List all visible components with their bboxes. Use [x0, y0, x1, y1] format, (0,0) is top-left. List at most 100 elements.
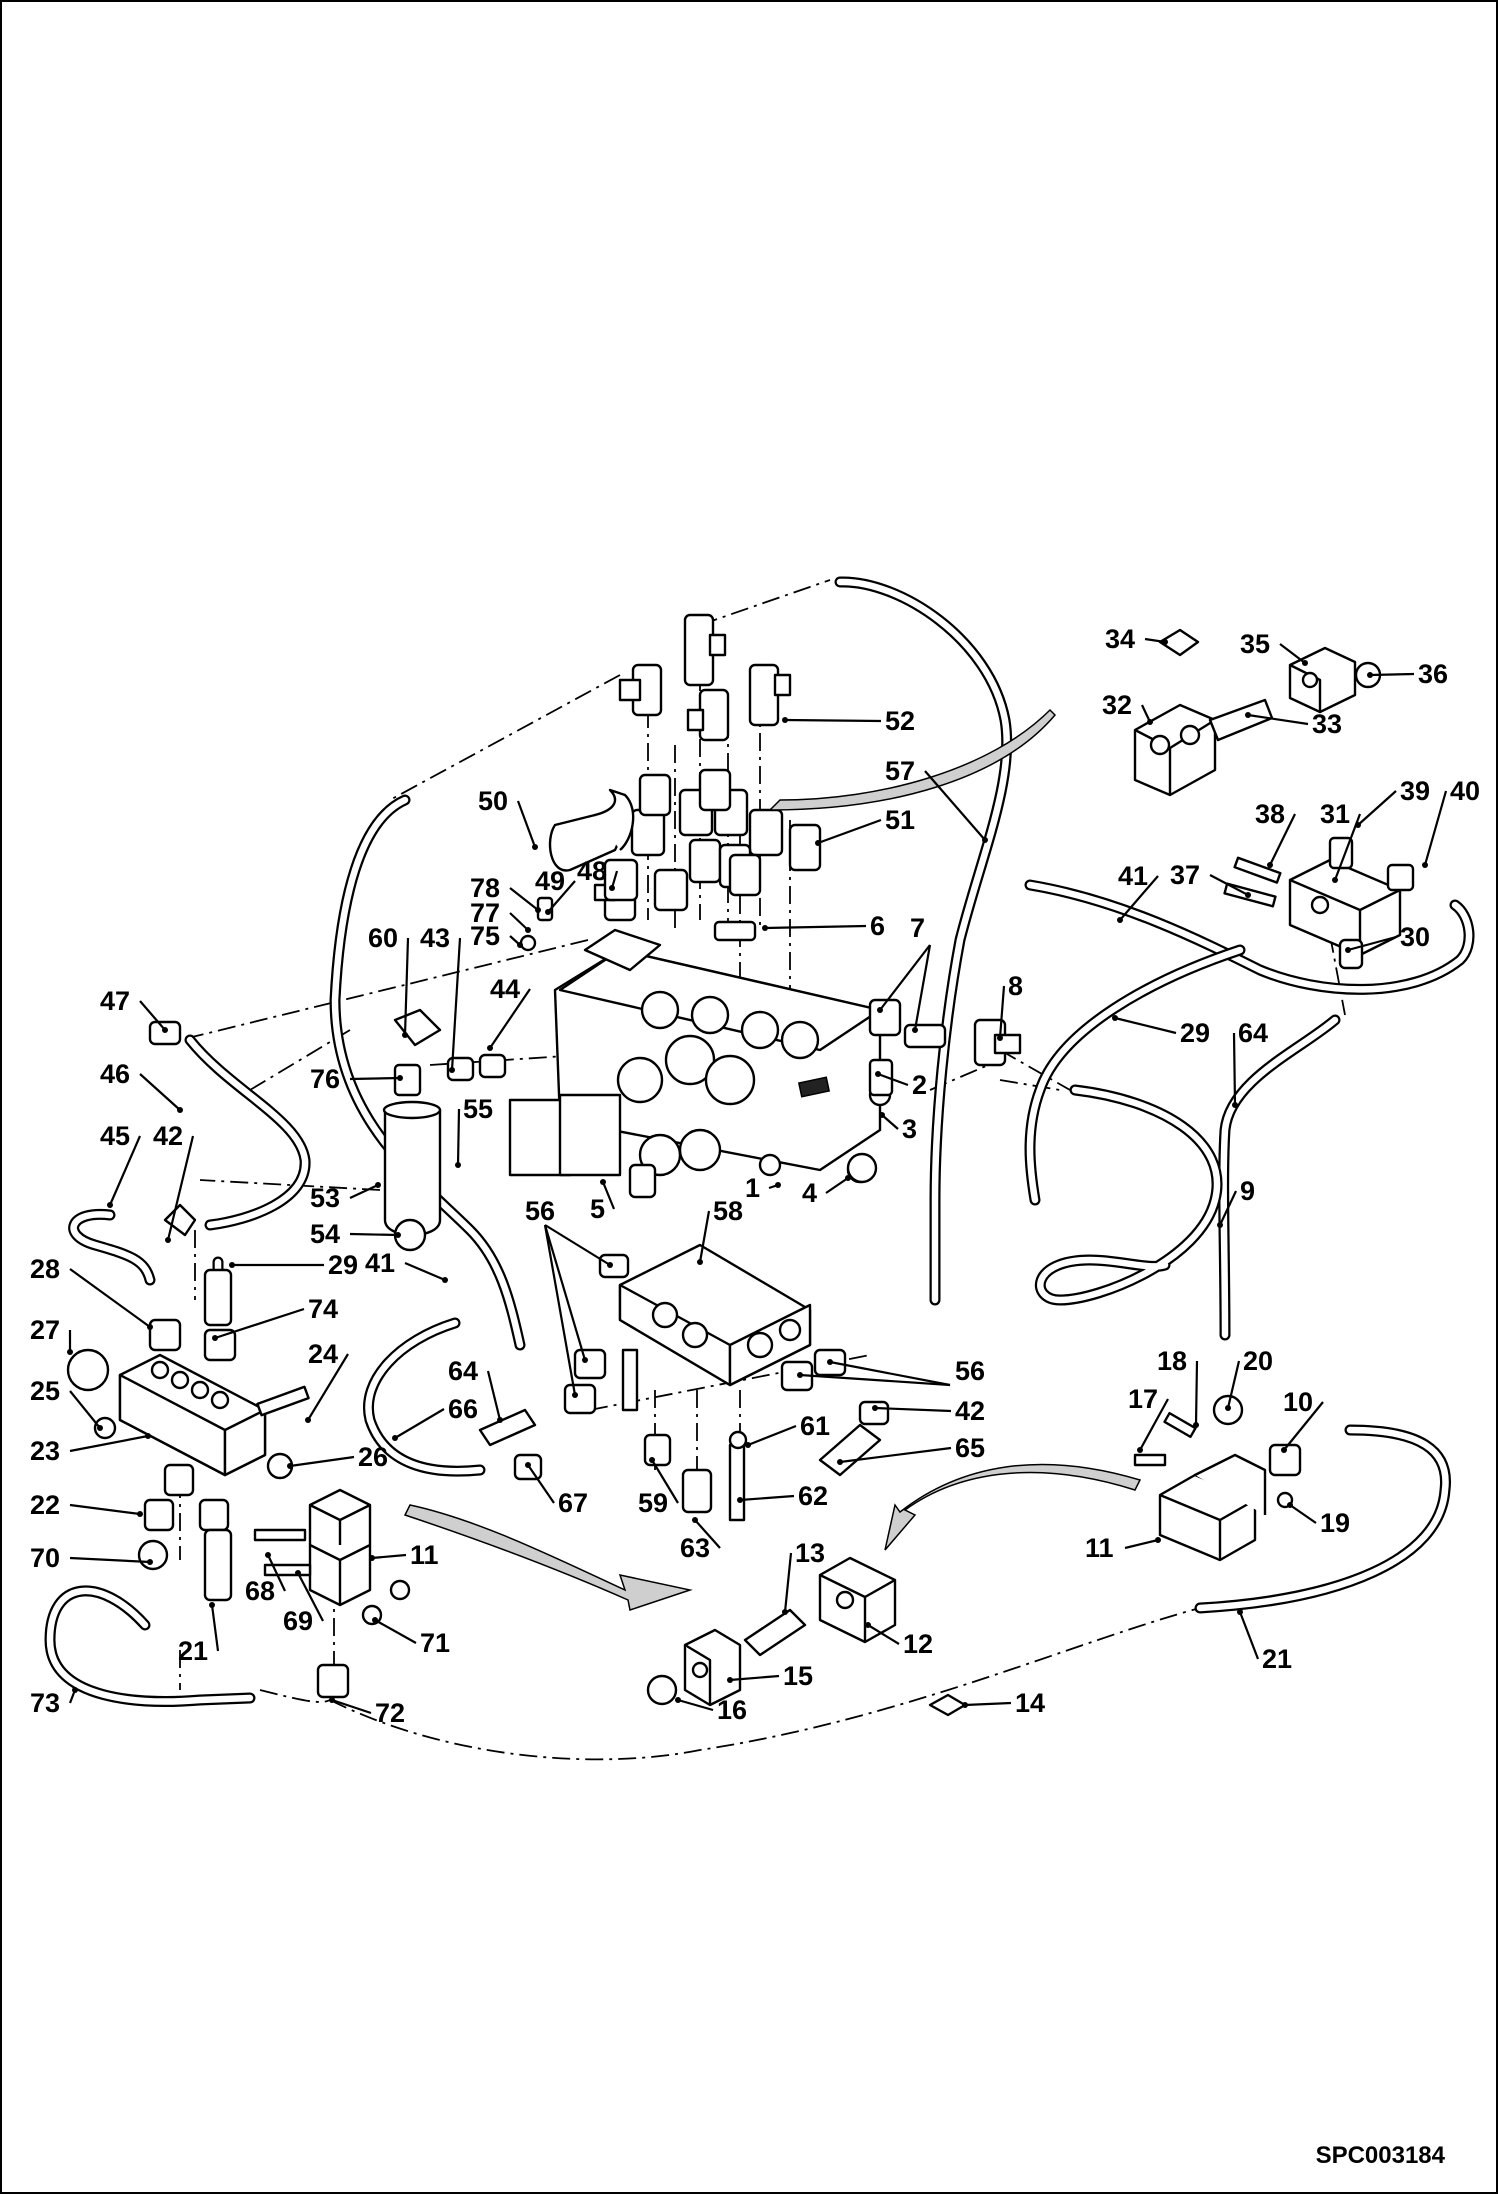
leader-shared-dot-0 — [877, 1007, 883, 1013]
leader-c58 — [698, 1210, 711, 1263]
leader-c36 — [1369, 672, 1415, 677]
leader-shared-1 — [913, 944, 932, 1031]
leader-c42b — [874, 1406, 952, 1413]
leader-dot-c39 — [1355, 822, 1361, 828]
coil-15 — [683, 1628, 742, 1707]
callout-c59: 59 — [638, 1488, 668, 1518]
leader-dot-c30 — [1345, 947, 1351, 953]
leader-c32 — [1141, 704, 1151, 723]
leader-c5 — [601, 1181, 616, 1210]
callout-c64: 64 — [1238, 1018, 1268, 1048]
leader-c35 — [1279, 643, 1306, 664]
callout-c67: 67 — [558, 1488, 588, 1518]
callout-c51: 51 — [885, 805, 915, 835]
callout-c42b: 42 — [955, 1396, 985, 1426]
leader-dot-c33 — [1245, 712, 1251, 718]
leader-c62 — [739, 1494, 795, 1502]
fitting-22 — [143, 1498, 175, 1532]
callout-c7: 7 — [910, 913, 925, 943]
leader-c11b — [371, 1553, 407, 1560]
callout-c46: 46 — [100, 1059, 130, 1089]
leader-lines — [67, 637, 1448, 1715]
leader-c55 — [456, 1108, 461, 1166]
callout-c33: 33 — [1312, 709, 1342, 739]
leader-c9 — [1219, 1190, 1237, 1226]
leader-dot-c32 — [1147, 719, 1153, 725]
leader-dot-c54 — [395, 1232, 401, 1238]
fitting-22a — [163, 1463, 195, 1497]
leader-c54 — [349, 1232, 399, 1237]
leader-c18 — [1194, 1360, 1199, 1426]
leader-dot-c24 — [305, 1417, 311, 1423]
callout-c72: 72 — [375, 1698, 405, 1728]
leader-dot-c60 — [402, 1032, 408, 1038]
callout-c12: 12 — [903, 1629, 933, 1659]
plug-25 — [93, 1416, 117, 1440]
leader-dot-c36 — [1367, 672, 1373, 678]
leader-c68 — [267, 1554, 286, 1592]
leader-dot-c49 — [545, 909, 551, 915]
leader-c14 — [964, 1701, 1012, 1707]
callout-c32: 32 — [1102, 690, 1132, 720]
leader-c15 — [729, 1674, 780, 1682]
leader-shared-dot-3 — [582, 1357, 588, 1363]
leader-c4 — [825, 1177, 849, 1194]
leader-dot-c11b — [369, 1555, 375, 1561]
leader-shared-5 — [799, 1373, 951, 1387]
leader-dot-c47 — [162, 1027, 168, 1033]
callout-c2: 2 — [912, 1070, 927, 1100]
callout-c63: 63 — [680, 1533, 710, 1563]
leader-c8 — [998, 985, 1006, 1039]
callout-c23: 23 — [30, 1436, 60, 1466]
callout-c31: 31 — [1320, 799, 1350, 829]
leader-c33 — [1247, 713, 1309, 726]
callout-c75: 75 — [470, 921, 500, 951]
leader-c53 — [349, 1184, 379, 1199]
solenoid-valve-31 — [1288, 836, 1415, 957]
callout-c34: 34 — [1105, 624, 1135, 654]
leader-c38 — [1269, 813, 1296, 866]
leader-dot-c15 — [727, 1677, 733, 1683]
callout-c53: 53 — [310, 1183, 340, 1213]
leader-c41 — [1119, 875, 1159, 921]
callout-c65: 65 — [955, 1433, 985, 1463]
callout-c17: 17 — [1128, 1384, 1158, 1414]
leader-dot-c2 — [875, 1071, 881, 1077]
callout-c25: 25 — [30, 1376, 60, 1406]
callout-c62: 62 — [798, 1481, 828, 1511]
leader-c66 — [394, 1408, 445, 1439]
nut-16 — [646, 1674, 678, 1706]
elbow-fitting-50 — [548, 788, 639, 902]
fitting-30 — [1338, 938, 1364, 970]
leader-dot-c5 — [600, 1179, 606, 1185]
leader-c19 — [1289, 1504, 1317, 1524]
callout-c74: 74 — [308, 1294, 338, 1324]
bolt-68 — [253, 1528, 307, 1542]
fitting-74 — [203, 1328, 237, 1362]
leader-dot-c42 — [165, 1237, 171, 1243]
leader-c25 — [69, 1390, 101, 1429]
leader-dot-c59 — [649, 1457, 655, 1463]
leader-dot-c28 — [147, 1324, 153, 1330]
sensor-65 — [818, 1423, 882, 1477]
leader-c21b — [210, 1604, 220, 1652]
callout-c30: 30 — [1400, 922, 1430, 952]
leader-dot-c75 — [517, 942, 523, 948]
solenoid-valve-11-right — [1133, 1411, 1267, 1562]
leader-dot-c38 — [1267, 862, 1273, 868]
callout-c11: 11 — [1085, 1533, 1114, 1563]
seal-14 — [928, 1693, 967, 1717]
callout-c58: 58 — [713, 1196, 743, 1226]
callout-c40: 40 — [1450, 776, 1480, 806]
coil-35 — [1288, 646, 1357, 714]
leader-dot-c48 — [609, 885, 615, 891]
leader-dot-c9 — [1217, 1222, 1223, 1228]
leader-c78 — [509, 887, 539, 911]
callout-c56b: 56 — [955, 1356, 985, 1386]
main-control-valve — [508, 928, 892, 1184]
fitting-64b — [478, 1408, 537, 1447]
fittings-56 — [563, 1253, 890, 1426]
leader-c65 — [839, 1446, 952, 1464]
